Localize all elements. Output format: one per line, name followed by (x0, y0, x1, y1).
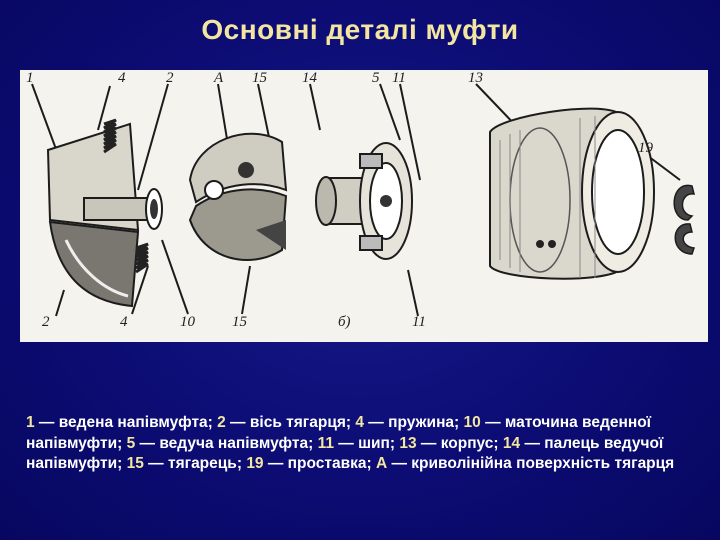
legend-text: — ведуча напівмуфта; (135, 434, 318, 452)
legend-text: — ведена напівмуфта; (34, 414, 218, 431)
label-15-bottom: 15 (232, 314, 247, 330)
legend-text: — корпус; (416, 434, 503, 452)
driven-half-coupling-shape (46, 122, 163, 308)
legend-text: — пружина; (364, 414, 464, 431)
legend-text: — криволінійна поверхність тягарця (387, 455, 675, 472)
label-10: 10 (180, 314, 195, 330)
label-b: б) (338, 314, 351, 330)
label-11-bottom: 11 (412, 314, 426, 330)
label-11-top: 11 (392, 70, 406, 86)
legend-num: 2 (217, 414, 226, 431)
coupling-drawing (31, 83, 695, 317)
coupling-parts-figure: 1 4 2 А 15 14 5 11 13 19 2 4 10 15 б) 11 (20, 70, 708, 342)
label-5: 5 (372, 70, 380, 86)
legend-num: 15 (126, 455, 144, 472)
label-14: 14 (302, 70, 317, 86)
legend-num: 10 (463, 414, 481, 431)
spring-shapes (103, 118, 149, 274)
label-2-bottom: 2 (42, 314, 50, 330)
housing-shape (489, 107, 655, 280)
legend-num: 4 (355, 414, 364, 431)
legend-text: — маточина веденної напівмуфти; (26, 414, 652, 452)
driving-half-coupling-shape (315, 142, 413, 260)
legend-text: — вісь тягарця; (225, 414, 356, 431)
label-19: 19 (638, 140, 653, 156)
legend-num: А (375, 455, 388, 472)
slide-title: Основні деталі муфти (201, 14, 519, 45)
legend-num: 13 (399, 434, 417, 452)
legend-num: 5 (126, 434, 136, 452)
legend-num: 1 (26, 414, 35, 431)
legend-text: — проставка; (263, 455, 376, 472)
spacer-shape (673, 184, 695, 255)
weight-shapes (188, 132, 288, 261)
legend-text: — шип; (333, 434, 400, 452)
legend-text: — палець ведучої напівмуфти; (26, 434, 664, 473)
legend-num: 19 (246, 455, 264, 472)
parts-legend: 1 — ведена напівмуфта; 2 — вісь тягарця;… (26, 413, 706, 475)
label-2-top: 2 (166, 70, 174, 86)
legend-num: 11 (317, 434, 334, 452)
label-a: А (214, 70, 224, 86)
legend-text: — тягарець; (143, 455, 247, 472)
label-15-top: 15 (252, 70, 267, 86)
label-4-top: 4 (118, 70, 126, 86)
label-1: 1 (26, 70, 34, 86)
label-13: 13 (468, 70, 483, 86)
legend-num: 14 (502, 434, 521, 452)
label-4-bottom: 4 (120, 314, 128, 330)
